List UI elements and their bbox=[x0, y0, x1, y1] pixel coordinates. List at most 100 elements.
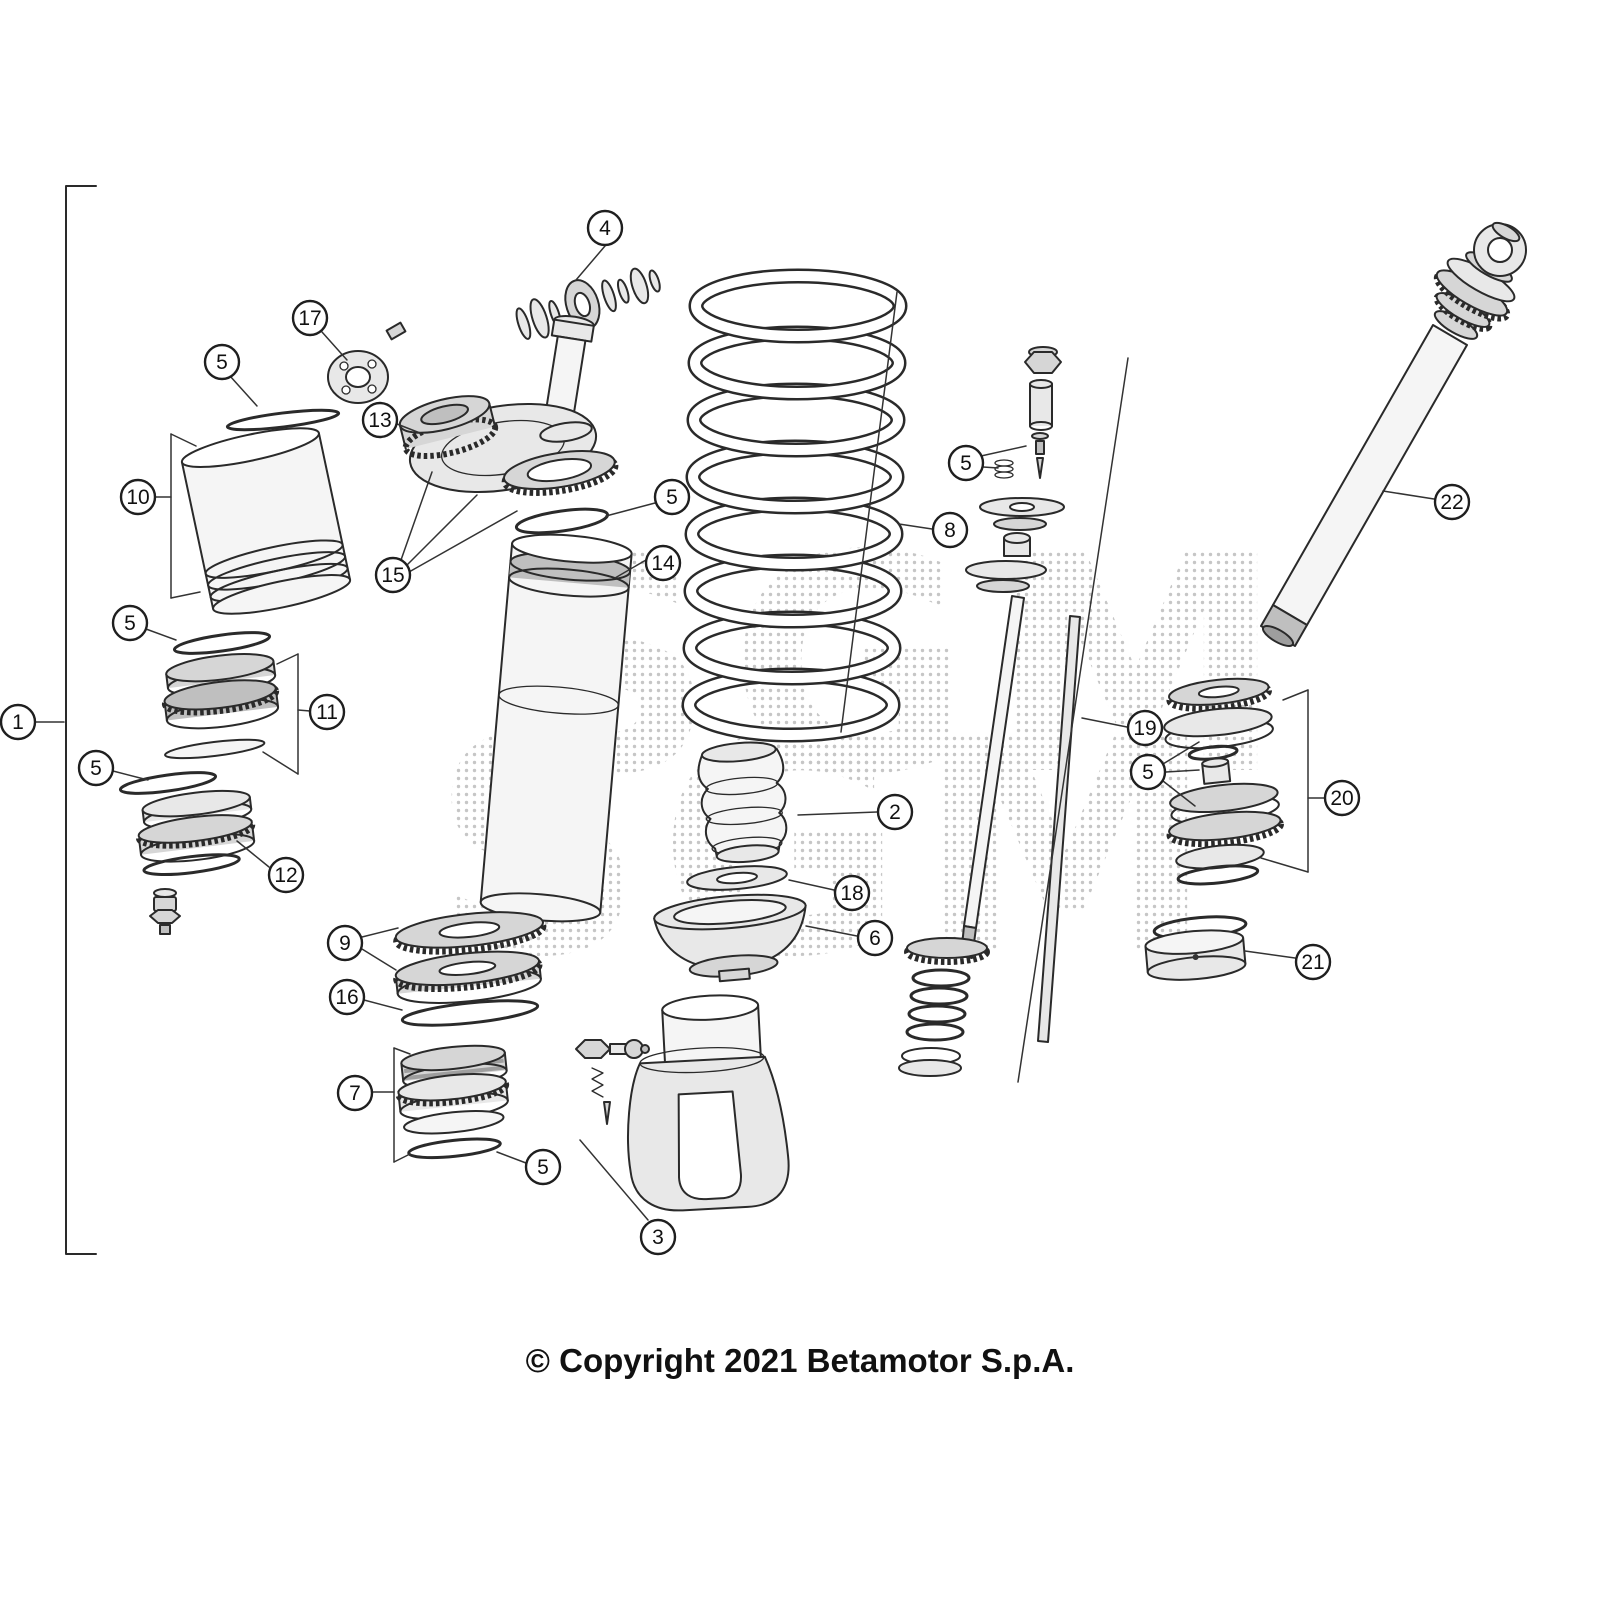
callout-circle bbox=[1323, 779, 1361, 817]
callout-circle bbox=[1126, 709, 1164, 747]
callout-circle bbox=[639, 1218, 677, 1256]
callout-17: 17 bbox=[291, 299, 329, 337]
part-spring-seat bbox=[653, 893, 807, 983]
callout-circle bbox=[1294, 943, 1332, 981]
callout-number: 14 bbox=[651, 552, 675, 575]
callout-circle bbox=[1129, 753, 1167, 791]
callout-number: 5 bbox=[124, 612, 136, 635]
callout-circle bbox=[267, 856, 305, 894]
callout-circle bbox=[931, 511, 969, 549]
callout-circle bbox=[119, 478, 157, 516]
callout-number: 18 bbox=[840, 882, 863, 905]
callout-number: 17 bbox=[298, 307, 321, 330]
callout-number: 11 bbox=[316, 701, 338, 724]
callout-circle bbox=[876, 793, 914, 831]
o-ring-16 bbox=[400, 999, 540, 1027]
part-piston-stack-11 bbox=[161, 653, 280, 760]
callout-5: 5 bbox=[947, 444, 985, 482]
part-adjuster-stack-7 bbox=[395, 1044, 510, 1160]
part-clevis bbox=[575, 994, 790, 1212]
callout-number: 5 bbox=[1142, 761, 1154, 784]
callout-5: 5 bbox=[77, 749, 115, 787]
callout-circle bbox=[1433, 483, 1471, 521]
callout-number: 12 bbox=[274, 864, 297, 887]
callout-number: 5 bbox=[960, 452, 972, 475]
callout-circle bbox=[947, 444, 985, 482]
callout-number: 20 bbox=[1330, 787, 1353, 810]
part-rebound-needle-set bbox=[994, 346, 1062, 479]
callout-circle bbox=[644, 544, 682, 582]
callout-number: 22 bbox=[1440, 491, 1463, 514]
part-shock-body bbox=[479, 533, 633, 923]
o-ring bbox=[118, 771, 218, 795]
callout-circle bbox=[111, 604, 149, 642]
part-flange-plate bbox=[327, 321, 407, 404]
callout-number: 2 bbox=[889, 801, 901, 824]
callout-number: 5 bbox=[666, 486, 678, 509]
callout-5: 5 bbox=[653, 478, 691, 516]
callout-circle bbox=[833, 874, 871, 912]
part-rebound-rod bbox=[1017, 357, 1129, 1083]
part-bump-stop bbox=[697, 741, 788, 864]
callout-14: 14 bbox=[644, 544, 682, 582]
callout-circle bbox=[77, 749, 115, 787]
o-ring bbox=[172, 631, 272, 655]
callout-12: 12 bbox=[267, 856, 305, 894]
callout-circle bbox=[856, 919, 894, 957]
callout-circle bbox=[291, 299, 329, 337]
callout-6: 6 bbox=[856, 919, 894, 957]
o-ring bbox=[514, 507, 610, 535]
callout-5: 5 bbox=[1129, 753, 1167, 791]
copyright-text: © Copyright 2021 Betamotor S.p.A. bbox=[525, 1342, 1075, 1379]
callout-number: 5 bbox=[537, 1156, 549, 1179]
callout-3: 3 bbox=[639, 1218, 677, 1256]
callout-number: 10 bbox=[126, 486, 149, 509]
callout-19: 19 bbox=[1126, 709, 1164, 747]
callout-circle bbox=[336, 1074, 374, 1112]
callout-13: 13 bbox=[361, 401, 399, 439]
callout-circle bbox=[203, 343, 241, 381]
callout-circle bbox=[308, 693, 346, 731]
callout-2: 2 bbox=[876, 793, 914, 831]
callout-number: 6 bbox=[869, 927, 881, 950]
callout-number: 3 bbox=[652, 1226, 664, 1249]
callout-number: 9 bbox=[339, 932, 351, 955]
callout-20: 20 bbox=[1323, 779, 1361, 817]
callout-number: 16 bbox=[335, 986, 358, 1009]
callout-4: 4 bbox=[586, 209, 624, 247]
part-coil-spring bbox=[681, 268, 908, 743]
callout-11: 11 bbox=[308, 693, 346, 731]
callout-number: 4 bbox=[599, 217, 611, 240]
callout-number: 5 bbox=[216, 351, 228, 374]
part-seal-head-21 bbox=[1144, 915, 1248, 981]
callout-21: 21 bbox=[1294, 943, 1332, 981]
callouts: 1234555555567891011121314151617181920212… bbox=[0, 209, 1471, 1256]
callout-8: 8 bbox=[931, 511, 969, 549]
callout-number: 19 bbox=[1133, 717, 1156, 740]
callout-circle bbox=[328, 978, 366, 1016]
callout-number: 7 bbox=[349, 1082, 361, 1105]
callout-18: 18 bbox=[833, 874, 871, 912]
callout-circle bbox=[0, 703, 37, 741]
part-seal-stack-12 bbox=[136, 789, 256, 876]
callout-number: 5 bbox=[90, 757, 102, 780]
callout-15: 15 bbox=[374, 556, 412, 594]
part-reservoir-body bbox=[180, 427, 352, 615]
part-fill-valve bbox=[149, 888, 181, 935]
callout-5: 5 bbox=[111, 604, 149, 642]
callout-circle bbox=[326, 924, 364, 962]
callout-10: 10 bbox=[119, 478, 157, 516]
part-compression-adjuster bbox=[398, 315, 619, 496]
callout-22: 22 bbox=[1433, 483, 1471, 521]
part-washer-18 bbox=[686, 865, 788, 891]
callout-circle bbox=[524, 1148, 562, 1186]
callout-number: 15 bbox=[381, 564, 404, 587]
callout-16: 16 bbox=[328, 978, 366, 1016]
callout-9: 9 bbox=[326, 924, 364, 962]
clevis-adjuster-screw bbox=[575, 1039, 650, 1125]
callout-number: 13 bbox=[368, 409, 391, 432]
callout-number: 21 bbox=[1301, 951, 1324, 974]
assembly-bracket bbox=[65, 185, 97, 1255]
